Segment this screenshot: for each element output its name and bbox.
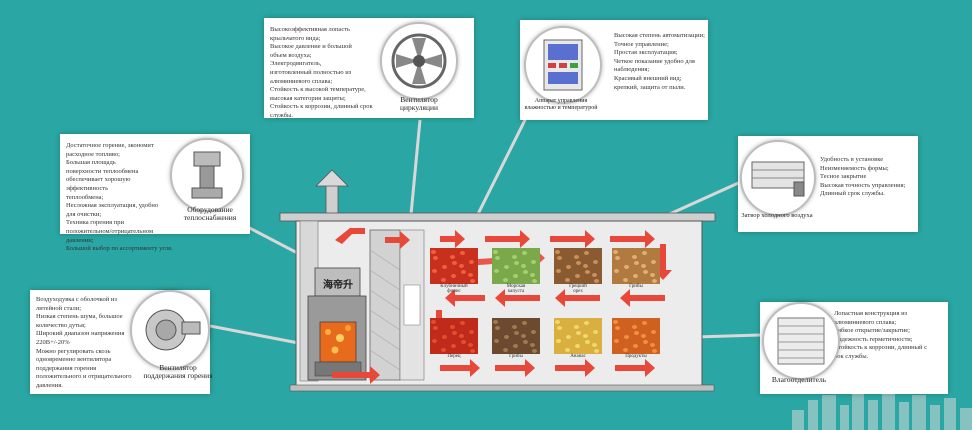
food-tray-image bbox=[492, 248, 540, 284]
food-tray-label: Клубничный финис bbox=[440, 284, 468, 294]
food-tray-image bbox=[430, 248, 478, 284]
blower-description: Воздуходувка с оболочкой из литейной ста… bbox=[36, 296, 132, 389]
dehumid-description: Лопастная конструкция из алюминиевого сп… bbox=[834, 310, 928, 360]
food-tray-label: Грецкий орех bbox=[569, 284, 587, 294]
damper-caption: Затвор холодного воздуха bbox=[741, 212, 813, 219]
fan-image bbox=[380, 22, 458, 100]
fan-caption: Вентилятор циркуляции bbox=[400, 95, 438, 112]
dehumid-image bbox=[762, 302, 840, 380]
heater-icon bbox=[191, 151, 223, 199]
damper-image bbox=[740, 140, 816, 216]
heater-description: Достаточное горение, экономит расходное … bbox=[66, 142, 173, 253]
chimney bbox=[315, 169, 349, 215]
food-tray-image bbox=[612, 248, 660, 284]
controller-icon bbox=[543, 39, 583, 91]
heater-image bbox=[170, 138, 244, 212]
heater-caption: Оборудование теплоснабжения bbox=[183, 205, 237, 222]
food-tray-label: Морская капуста bbox=[506, 284, 526, 294]
controller-image bbox=[524, 26, 602, 104]
blower-icon bbox=[145, 309, 201, 351]
food-tray-image bbox=[492, 318, 540, 354]
furnace-sign: 海帝升 bbox=[323, 280, 353, 291]
dehumid-caption: Влагоотделитель bbox=[771, 375, 827, 384]
fan-description: Высокоэффективная лопасть крыльчатого ви… bbox=[270, 26, 373, 119]
controller-description: Высокая степень автоматизации; Точное уп… bbox=[614, 32, 705, 91]
controller-caption: Аппарат управления влажностью и температ… bbox=[524, 98, 598, 111]
damper-icon bbox=[751, 161, 805, 197]
food-tray-image bbox=[554, 248, 602, 284]
blower-caption: Вентилятор поддержания горения bbox=[143, 363, 213, 380]
food-tray-label: Продукты bbox=[625, 354, 647, 359]
food-tray-image bbox=[554, 318, 602, 354]
food-tray-label: Ананас bbox=[570, 354, 586, 359]
skyline-decoration bbox=[792, 388, 972, 430]
food-tray-label: Грибы bbox=[509, 354, 523, 359]
blower-image bbox=[130, 290, 210, 370]
food-tray-label: Перец bbox=[447, 354, 461, 359]
food-tray-image bbox=[612, 318, 660, 354]
damper-description: Удобность в установке Неизменяемость фор… bbox=[820, 156, 906, 198]
louver-icon bbox=[777, 317, 825, 365]
fan-icon bbox=[391, 33, 447, 89]
food-tray-label: Грибы bbox=[629, 284, 643, 289]
food-tray-image bbox=[430, 318, 478, 354]
